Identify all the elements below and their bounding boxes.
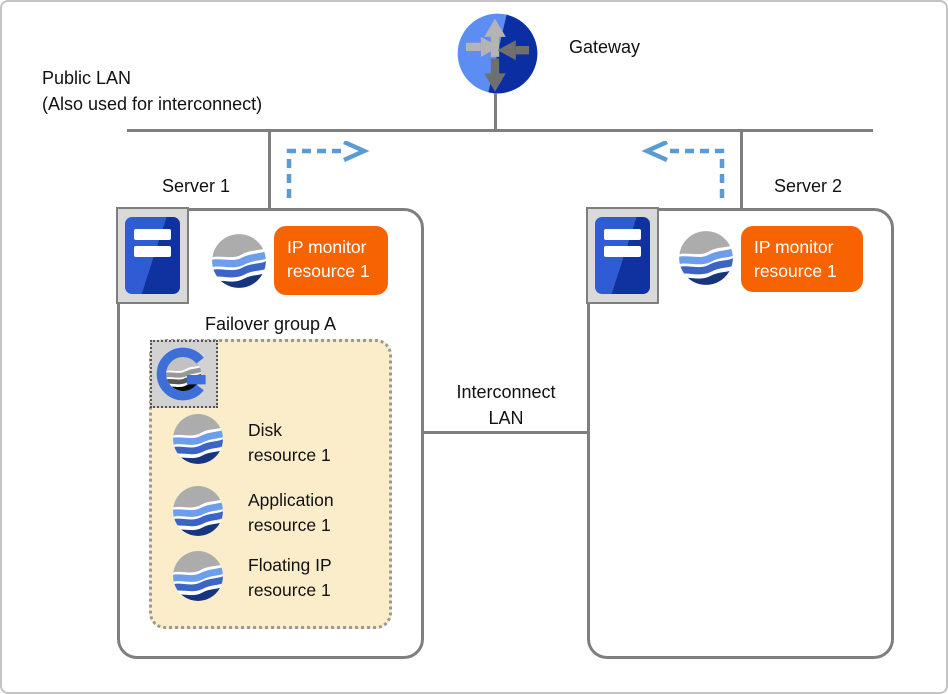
badge-line2: resource 1 xyxy=(287,261,370,281)
failover-group-title: Failover group A xyxy=(204,314,337,334)
badge-line1: IP monitor xyxy=(287,237,367,257)
resource-disk: Disk resource 1 xyxy=(248,418,331,468)
badge-line2: resource 1 xyxy=(754,261,837,281)
failover-group-g-icon xyxy=(150,340,218,408)
public-lan-line1: Public LAN xyxy=(42,68,132,88)
server2-ip-monitor-badge: IP monitor resource 1 xyxy=(741,226,863,292)
public-lan-label: Public LAN (Also used for interconnect) xyxy=(42,65,262,117)
server1-ip-monitor-badge: IP monitor resource 1 xyxy=(274,226,388,295)
resource-sphere-icon xyxy=(172,550,224,602)
resource-line2: resource 1 xyxy=(248,580,331,600)
server1-tower-icon xyxy=(116,207,189,304)
resource-floating-ip: Floating IP resource 1 xyxy=(248,553,332,603)
resource-sphere-icon xyxy=(211,233,267,289)
public-lan-line xyxy=(127,129,873,132)
server2-tower-icon xyxy=(586,207,659,304)
server1-label: Server 1 xyxy=(162,176,231,196)
resource-sphere-icon xyxy=(678,230,734,286)
resource-sphere-icon xyxy=(172,485,224,537)
resource-sphere-icon xyxy=(172,413,224,465)
server2-drop-line xyxy=(740,132,743,209)
gateway-label: Gateway xyxy=(569,37,641,57)
resource-line1: Floating IP xyxy=(248,555,332,575)
server2-label: Server 2 xyxy=(774,176,843,196)
monitor-arrow-right-icon xyxy=(641,141,725,198)
resource-application: Application resource 1 xyxy=(248,488,334,538)
resource-line2: resource 1 xyxy=(248,445,331,465)
resource-line1: Application xyxy=(248,490,334,510)
interconnect-line1: Interconnect xyxy=(456,382,556,402)
badge-line1: IP monitor xyxy=(754,237,834,257)
gateway-drop-line xyxy=(494,93,497,131)
interconnect-line2: LAN xyxy=(488,408,524,428)
server1-drop-line xyxy=(268,132,271,209)
resource-line2: resource 1 xyxy=(248,515,331,535)
interconnect-lan-label: Interconnect LAN xyxy=(425,379,587,431)
gateway-router-icon xyxy=(457,13,538,94)
interconnect-lan-line xyxy=(424,431,588,434)
monitor-arrow-left-icon xyxy=(286,141,370,198)
public-lan-line2: (Also used for interconnect) xyxy=(42,94,263,114)
resource-line1: Disk xyxy=(248,420,283,440)
